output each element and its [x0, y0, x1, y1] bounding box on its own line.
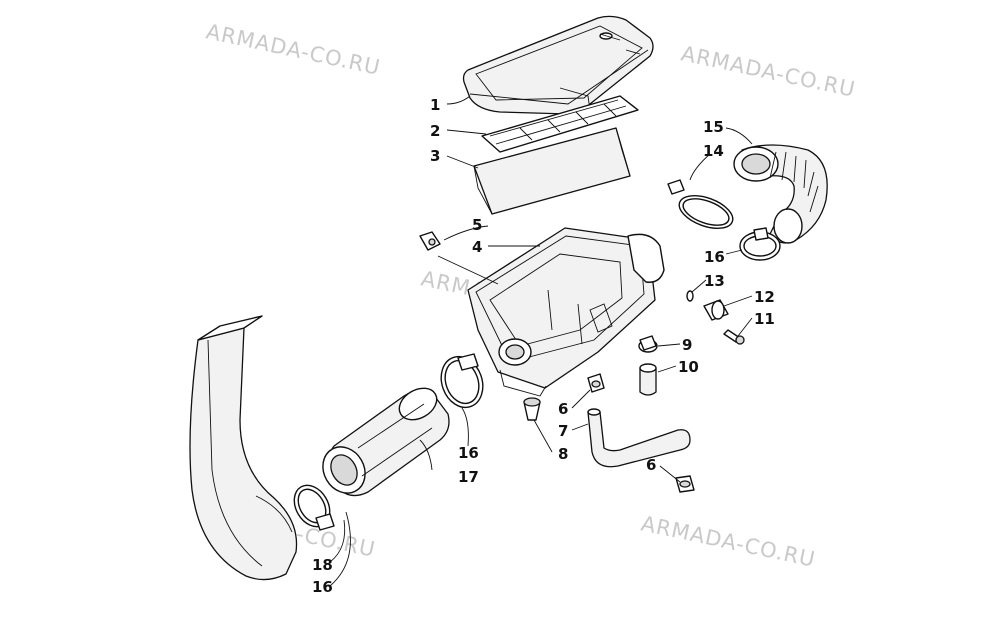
- callout-6-lower: 6: [646, 456, 656, 474]
- callout-4: 4: [472, 238, 482, 256]
- drain-plug-10: [639, 363, 657, 396]
- callout-1: 1: [430, 96, 440, 114]
- clamp-6-upper: [587, 373, 605, 393]
- watermark-top-right: ARMADA-CO.RU: [679, 41, 858, 101]
- watermark-top-left: ARMADA-CO.RU: [204, 19, 383, 79]
- callout-17: 17: [458, 468, 479, 486]
- breather-hose-7: [587, 408, 691, 468]
- clip-5: [419, 231, 441, 251]
- callout-labels: 1 2 3 5 4 15 14 16 13 12 11 9 10 6 7 8 6…: [312, 96, 775, 596]
- foam-filter: [473, 127, 631, 215]
- callout-3: 3: [430, 147, 440, 165]
- screw-11: [723, 329, 745, 345]
- callout-11: 11: [754, 310, 775, 328]
- o-ring-13: [686, 290, 694, 302]
- callout-10: 10: [678, 358, 699, 376]
- callout-16-middle: 16: [458, 444, 479, 462]
- grommet-8: [523, 397, 541, 421]
- callout-12: 12: [754, 288, 775, 306]
- callout-9: 9: [682, 336, 692, 354]
- callout-2: 2: [430, 122, 440, 140]
- air-box-housing: [467, 227, 665, 397]
- callout-16-lower: 16: [312, 578, 333, 596]
- callout-18: 18: [312, 556, 333, 574]
- hose-clamp-14: [667, 179, 734, 229]
- hose-clamp-16-middle: [440, 353, 484, 409]
- watermark-bottom-right: ARMADA-CO.RU: [639, 511, 818, 571]
- callout-13: 13: [704, 272, 725, 290]
- clamp-6-lower: [675, 475, 695, 493]
- hose-clamp-16-lower: [293, 484, 335, 531]
- callout-6-upper: 6: [558, 400, 568, 418]
- air-box-cover: [462, 15, 654, 115]
- callout-16-upper: 16: [704, 248, 725, 266]
- snorkel-duct-18: [189, 315, 298, 581]
- callout-8: 8: [558, 445, 568, 463]
- intake-boot-upper: [733, 144, 828, 244]
- leader-lines: [329, 95, 753, 587]
- callout-15: 15: [703, 118, 724, 136]
- clamp-9: [638, 335, 658, 353]
- filter-frame: [481, 95, 639, 153]
- hose-clamp-16-upper: [739, 227, 781, 261]
- callout-5: 5: [472, 216, 482, 234]
- callout-14: 14: [703, 142, 724, 160]
- callout-7: 7: [558, 422, 568, 440]
- intake-tube-17: [322, 387, 450, 497]
- drain-fitting-12: [703, 299, 729, 321]
